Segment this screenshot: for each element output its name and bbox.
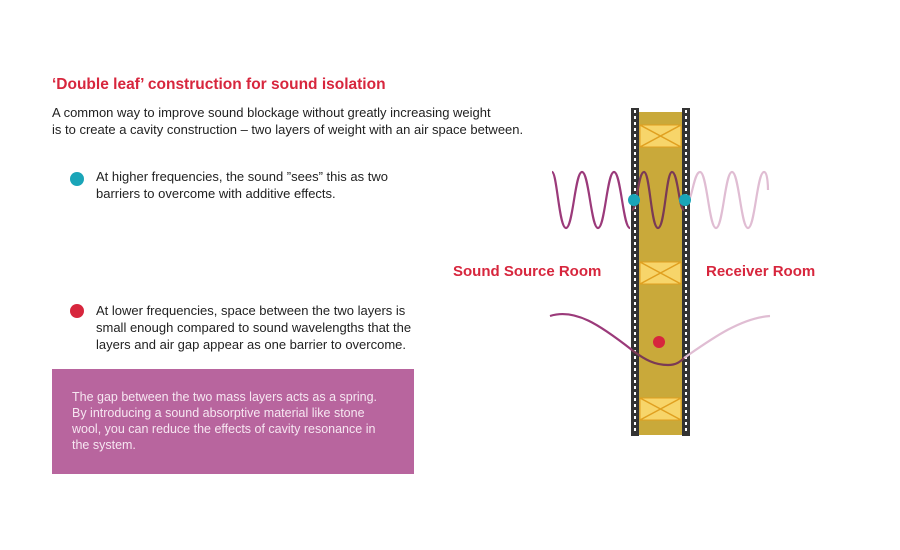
left-leaf (631, 108, 639, 436)
receiver-room-label: Receiver Room (706, 263, 816, 280)
high-frequency-wave-source (550, 170, 632, 230)
high-frequency-wave-cavity (630, 170, 686, 230)
bullet-line: small enough compared to sound wavelengt… (96, 320, 412, 335)
high-frequency-wave-receiver (686, 170, 770, 230)
note-line: By introducing a sound absorptive materi… (72, 406, 365, 420)
stud-top (639, 124, 682, 148)
red-dot-icon (70, 304, 84, 318)
sound-source-room-label: Sound Source Room (453, 263, 602, 280)
stud-middle (639, 261, 682, 285)
cavity-resonance-note: The gap between the two mass layers acts… (52, 369, 414, 474)
intro-line: is to create a cavity construction – two… (52, 122, 524, 137)
note-text: The gap between the two mass layers acts… (72, 389, 402, 453)
bullet-low-frequency: At lower frequencies, space between the … (96, 302, 411, 353)
page-title: ‘Double leaf’ construction for sound iso… (52, 76, 386, 93)
intro-paragraph: A common way to improve sound blockage w… (52, 104, 572, 138)
bullet-line: At higher frequencies, the sound ”sees” … (96, 169, 388, 184)
intro-line: A common way to improve sound blockage w… (52, 105, 491, 120)
note-line: the system. (72, 438, 136, 452)
right-leaf (682, 108, 690, 436)
red-cavity-dot (653, 336, 665, 348)
teal-left-contact-dot (628, 194, 640, 206)
bullet-line: layers and air gap appear as one barrier… (96, 337, 407, 352)
teal-right-contact-dot (679, 194, 691, 206)
low-frequency-wave-source (549, 312, 633, 351)
low-frequency-wave-cavity (631, 349, 685, 367)
note-line: wool, you can reduce the effects of cavi… (72, 422, 376, 436)
low-frequency-wave-receiver (683, 314, 771, 359)
teal-dot-icon (70, 172, 84, 186)
bullet-line: barriers to overcome with additive effec… (96, 186, 336, 201)
stud-bottom (639, 397, 682, 421)
bullet-line: At lower frequencies, space between the … (96, 303, 406, 318)
bullet-high-frequency: At higher frequencies, the sound ”sees” … (96, 168, 388, 202)
note-line: The gap between the two mass layers acts… (72, 390, 378, 404)
